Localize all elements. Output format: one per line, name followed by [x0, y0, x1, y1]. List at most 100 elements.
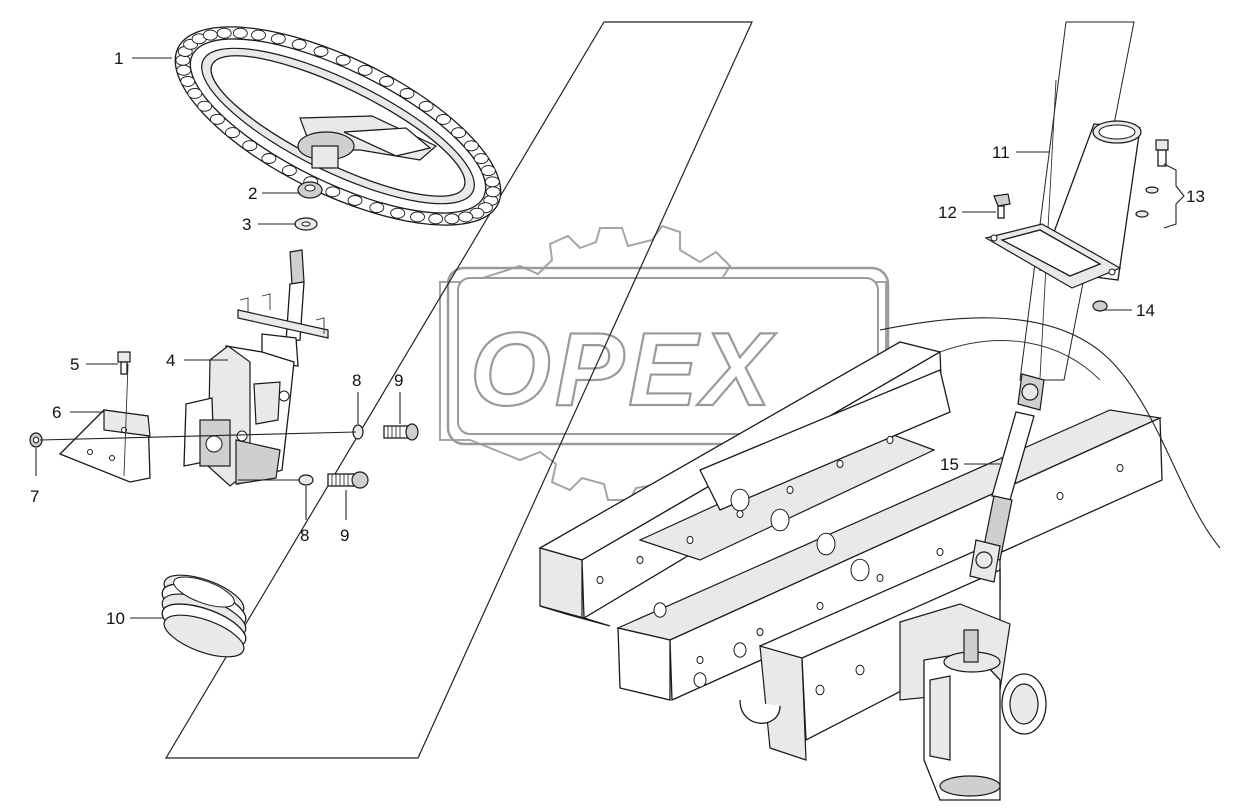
leader-lines [35, 57, 1185, 619]
grip-bump [187, 87, 203, 99]
grip-bump [176, 64, 192, 76]
grip-bump [410, 211, 425, 223]
frame-hole [653, 602, 667, 618]
bolt-part-5 [117, 351, 131, 375]
grip-bump [390, 207, 406, 219]
frame-left [164, 21, 753, 759]
grip-bump [357, 64, 373, 76]
grip-bump [197, 100, 213, 112]
grip-bump [209, 113, 225, 125]
frame-hole [815, 684, 825, 696]
watermark-text: OPEX [470, 312, 777, 428]
frame-hole [836, 459, 844, 469]
grip-bump [216, 27, 232, 39]
grip-bump [232, 27, 248, 39]
chassis-frame [538, 317, 1221, 761]
frame-hole [696, 655, 704, 665]
grip-bump [444, 213, 460, 225]
callout-5: 5 [70, 355, 79, 374]
frame-hole [936, 547, 944, 557]
callout-10: 10 [106, 609, 125, 628]
callout-labels: 1 2 3 4 5 6 7 8 9 8 9 10 11 12 13 14 15 [30, 49, 1205, 628]
watermark: OPEX [439, 224, 890, 501]
steering-shaft-part-15 [969, 373, 1045, 583]
grip-bump [473, 153, 489, 165]
callout-9-lower: 9 [340, 526, 349, 545]
steering-gearbox [899, 603, 1047, 801]
grip-bump [313, 46, 329, 57]
callout-14: 14 [1136, 301, 1155, 320]
grip-bump [291, 38, 307, 50]
callout-2: 2 [248, 184, 257, 203]
grip-bump [347, 195, 363, 206]
callout-3: 3 [242, 215, 251, 234]
grip-bump [251, 29, 266, 41]
grip-bump [261, 153, 277, 164]
frame-holes [596, 435, 1124, 696]
grip-bump [480, 165, 496, 177]
grip-bump [369, 202, 385, 214]
frame-hole [686, 535, 694, 545]
grip-bump [242, 140, 258, 152]
grip-bump [225, 127, 240, 139]
frame-hole [596, 575, 604, 585]
grip-bump [484, 176, 500, 188]
frame-hole [756, 627, 764, 637]
frame-hole [886, 435, 894, 445]
frame-hole [786, 485, 794, 495]
callout-6: 6 [52, 403, 61, 422]
callout-9-upper: 9 [394, 371, 403, 390]
bolt-part-9-upper [383, 423, 419, 441]
callout-8-upper: 8 [352, 371, 361, 390]
grip-bump [180, 75, 196, 87]
frame-hole [850, 558, 870, 582]
bolt-part-13 [1135, 139, 1169, 218]
grip-bump [451, 127, 467, 139]
cover-part-11 [984, 120, 1142, 289]
grip-bump [428, 213, 444, 225]
callout-13: 13 [1186, 187, 1205, 206]
grip-bump [281, 165, 297, 177]
grip-bump [325, 186, 341, 198]
callout-4: 4 [166, 351, 175, 370]
bolt-part-12 [993, 193, 1011, 219]
nut-part-2 [297, 181, 323, 199]
wheel-grip-bumps [175, 27, 501, 225]
grip-bump [463, 140, 479, 152]
steering-wheel [174, 26, 502, 226]
frame-hole [816, 532, 836, 556]
frame-hole [816, 601, 824, 611]
callout-7: 7 [30, 487, 39, 506]
grip-bump [485, 186, 501, 198]
grip-bump [399, 88, 415, 99]
washer-part-8-lower [298, 474, 314, 486]
frame-hole [733, 642, 747, 658]
steering-column [183, 249, 329, 487]
nut-part-14 [1092, 300, 1108, 312]
callout-8-lower: 8 [300, 526, 309, 545]
grip-bump [270, 33, 286, 45]
grip-bump [379, 75, 395, 87]
frame-hole [770, 508, 790, 532]
frame-hole [693, 672, 707, 688]
frame-hole [855, 664, 865, 676]
frame-hole [636, 555, 644, 565]
frame-hole [736, 509, 744, 519]
plate-part-6 [58, 409, 151, 483]
washer-part-3 [294, 217, 318, 231]
grip-bump [418, 100, 434, 112]
boot-part-10 [161, 574, 247, 658]
callout-12: 12 [938, 203, 957, 222]
grip-bump [436, 113, 451, 125]
callout-15: 15 [940, 455, 959, 474]
callout-11: 11 [992, 143, 1010, 162]
frame-hole [1056, 491, 1064, 501]
frame-hole [876, 573, 884, 583]
grip-bump [202, 29, 218, 41]
callout-1: 1 [114, 49, 123, 68]
frame-hole [730, 488, 750, 512]
bolt-part-9-lower [327, 471, 369, 489]
grip-bump [335, 54, 351, 66]
